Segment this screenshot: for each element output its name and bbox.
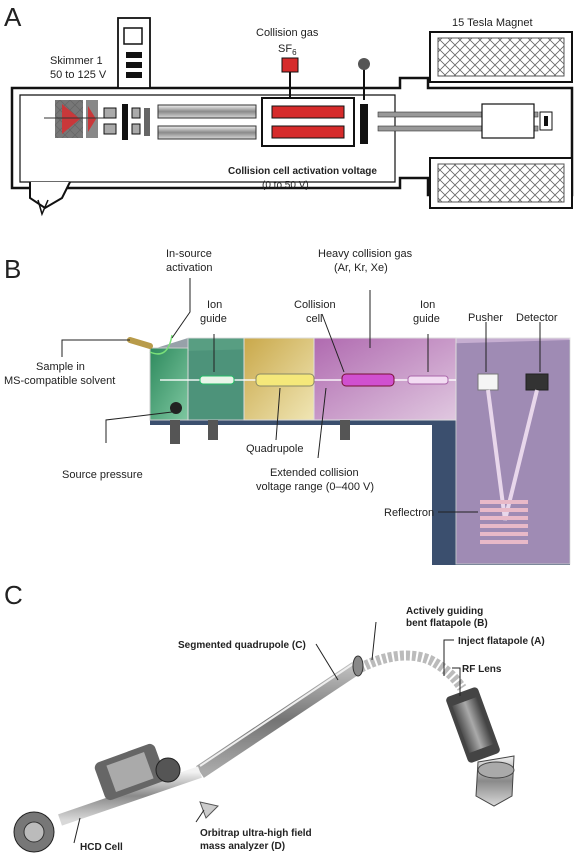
collision-gas-inlet xyxy=(281,57,299,73)
panel-b: B xyxy=(4,248,571,565)
sample-label-b: MS-compatible solvent xyxy=(4,375,115,387)
collision-cell-rod-lower xyxy=(271,125,345,139)
extended-label-b: voltage range (0–400 V) xyxy=(256,481,374,493)
collision-cell-b xyxy=(341,373,395,387)
reflectron-label: Reflectron xyxy=(384,507,434,519)
skimmer-range: 50 to 125 V xyxy=(50,69,107,81)
heavy-gas-label-1: Heavy collision gas xyxy=(318,248,413,260)
panel-a-letter: A xyxy=(4,2,22,32)
panel-b-letter: B xyxy=(4,254,21,284)
segmented-label: Segmented quadrupole (C) xyxy=(178,640,306,651)
orbitrap-housing xyxy=(155,757,181,783)
collision-cell-label-b: cell xyxy=(306,313,323,325)
collision-cell-label-a: Collision xyxy=(294,299,336,311)
quadrupole-rod-lower xyxy=(157,125,257,140)
actively-label-b: bent flatapole (B) xyxy=(406,618,488,629)
quadrupole xyxy=(255,373,315,387)
panel-a: A Skimmer 1 50 to 125 V xyxy=(4,2,574,217)
panel-c: C xyxy=(4,580,545,853)
orbitrap-label-a: Orbitrap ultra-high field xyxy=(200,828,312,839)
sample-label-a: Sample in xyxy=(36,361,85,373)
extended-label-a: Extended collision xyxy=(270,467,359,479)
source-compartment xyxy=(149,347,189,421)
rf-lens-assembly xyxy=(446,687,515,807)
hcd-cell-label: HCD Cell xyxy=(80,842,123,853)
quadrupole-rod-upper xyxy=(157,104,257,119)
pusher-label: Pusher xyxy=(468,312,503,324)
detector-label: Detector xyxy=(516,312,558,324)
skimmer-1 xyxy=(62,104,80,134)
ion-guide-1-label-b: guide xyxy=(200,313,227,325)
pump-1 xyxy=(170,420,180,444)
reflectron xyxy=(480,500,528,544)
sample-needle xyxy=(127,337,153,349)
source-pressure-valve xyxy=(170,402,182,414)
pressure-gauge xyxy=(358,58,370,70)
ion-guide-2-label-b: guide xyxy=(413,313,440,325)
heavy-gas-label-2: (Ar, Kr, Xe) xyxy=(334,262,388,274)
ion-guide-2-label-a: Ion xyxy=(420,299,435,311)
activation-label: Collision cell activation voltage xyxy=(228,166,377,177)
transfer-optics xyxy=(377,111,539,118)
ion-guide-2 xyxy=(407,375,449,385)
collision-cell-rod-upper xyxy=(271,105,345,119)
collision-gas-formula: SF6 xyxy=(278,43,297,57)
panel-b-leaders xyxy=(61,278,541,513)
rf-lens-label: RF Lens xyxy=(462,664,502,675)
source-pressure-label: Source pressure xyxy=(62,469,143,481)
panel-c-letter: C xyxy=(4,580,23,610)
source-inlet xyxy=(29,181,71,210)
activation-range: (0 to 50 V) xyxy=(262,180,309,191)
magnet-label: 15 Tesla Magnet xyxy=(452,17,533,29)
collision-cell xyxy=(261,97,355,147)
collision-gas-label: Collision gas xyxy=(256,27,319,39)
inject-label: Inject flatapole (A) xyxy=(458,636,545,647)
ion-guide-1 xyxy=(199,375,235,385)
bent-flatapole xyxy=(357,650,467,691)
quadrupole-label: Quadrupole xyxy=(246,443,304,455)
in-source-label-1: In-source xyxy=(166,248,212,260)
pusher xyxy=(477,373,499,391)
hcd-orbitrap-assembly xyxy=(13,743,219,853)
skimmer-label: Skimmer 1 xyxy=(50,55,103,67)
tof-compartment xyxy=(455,337,571,565)
orbitrap-label-b: mass analyzer (D) xyxy=(200,841,285,852)
in-source-label-2: activation xyxy=(166,262,212,274)
panel-c-leaders xyxy=(73,621,461,844)
segmented-quadrupole xyxy=(196,662,360,778)
detector xyxy=(525,373,549,391)
ion-optics xyxy=(103,104,150,140)
ion-guide-1-label-a: Ion xyxy=(207,299,222,311)
actively-label-a: Actively guiding xyxy=(406,606,483,617)
